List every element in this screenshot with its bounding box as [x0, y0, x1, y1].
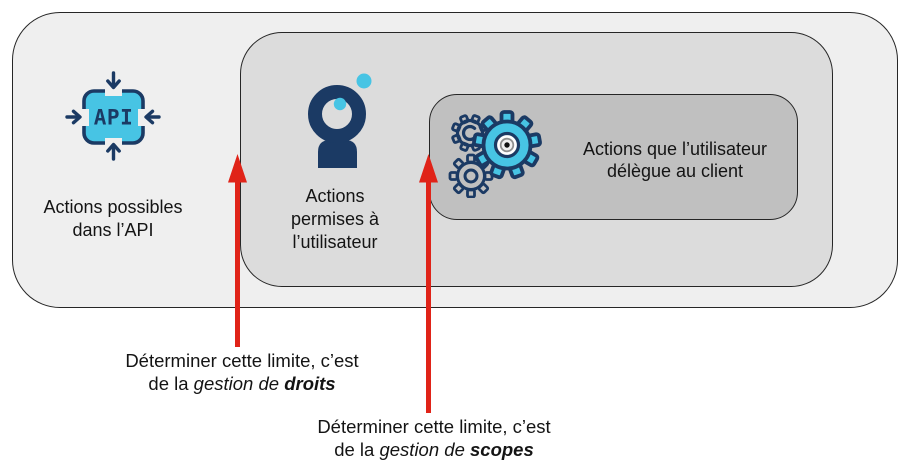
caption-line: Déterminer cette limite, c’est: [317, 416, 551, 437]
label-line: Actions possibles: [43, 197, 183, 217]
api-icon: API: [65, 71, 161, 161]
caption-line: Déterminer cette limite, c’est: [125, 350, 359, 371]
user-icon-dot-small: [333, 97, 347, 111]
gears-icon: [448, 110, 542, 198]
caption-gestion-scopes: Déterminer cette limite, c’est de la ges…: [284, 416, 584, 461]
caption-line: de la gestion de droits: [148, 372, 336, 394]
label-line: Actions que l’utilisateur: [582, 139, 768, 159]
label-line: l’utilisateur: [292, 232, 378, 252]
label-line: permises à: [290, 209, 380, 229]
label-client-delegated-actions: Actions que l’utilisateur délègue au cli…: [550, 138, 800, 182]
label-line: dans l’API: [72, 220, 154, 240]
label-line: Actions: [305, 186, 365, 206]
user-icon-dot-large: [356, 73, 372, 89]
label-line: délègue au client: [606, 161, 744, 181]
api-icon-label: API: [94, 106, 133, 130]
caption-gestion-droits: Déterminer cette limite, c’est de la ges…: [92, 350, 392, 395]
label-api-possible-actions: Actions possibles dans l’API: [13, 196, 213, 242]
user-icon: [308, 73, 372, 168]
caption-line: de la gestion de scopes: [334, 438, 534, 460]
label-user-permitted-actions: Actions permises à l’utilisateur: [255, 185, 415, 254]
